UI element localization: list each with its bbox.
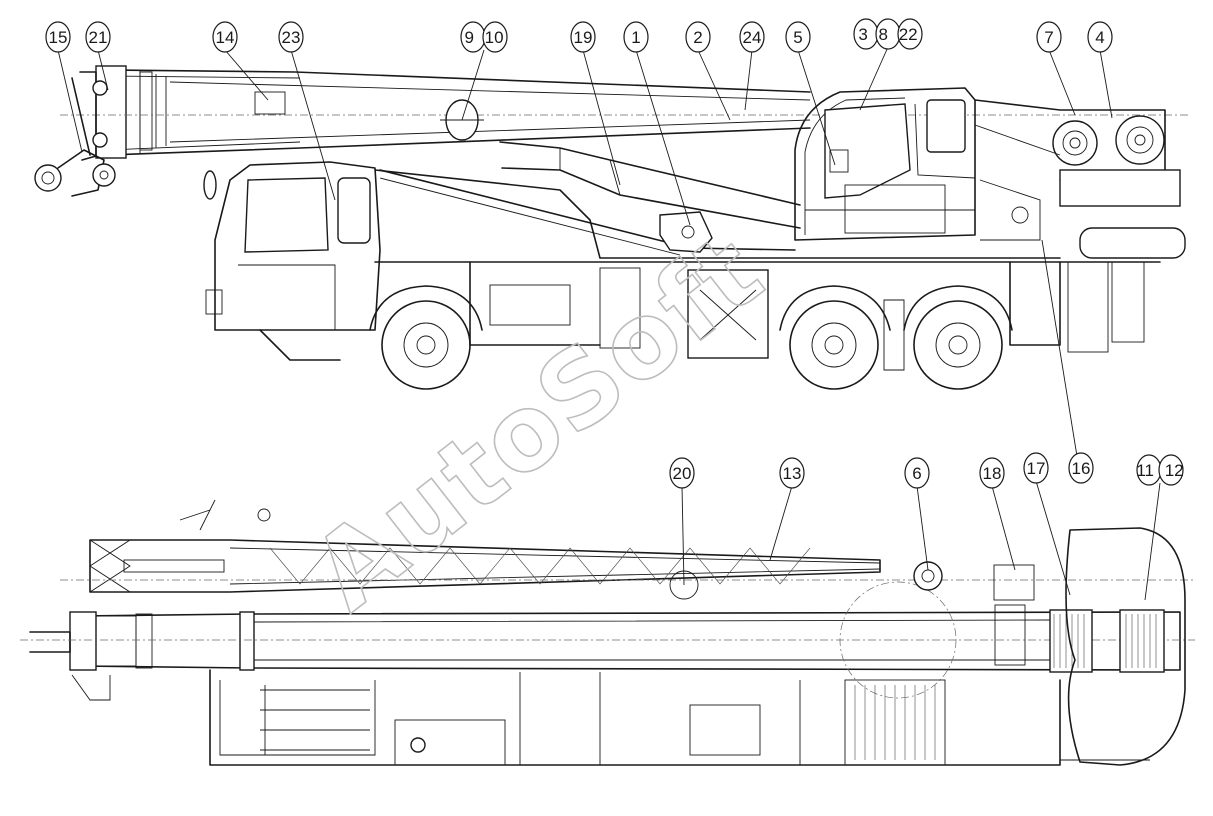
callout-circle bbox=[212, 21, 238, 53]
callout-leader-line bbox=[582, 49, 621, 186]
callout-leader-line bbox=[744, 49, 753, 111]
callout-circle bbox=[278, 21, 304, 53]
callout-leader-line bbox=[859, 46, 889, 111]
side-operator-cab bbox=[794, 87, 976, 241]
callout-circle bbox=[1158, 454, 1184, 486]
callout-circle bbox=[685, 21, 711, 53]
callout-leader-line bbox=[224, 49, 269, 101]
callout-number: 2 bbox=[693, 28, 702, 47]
callout-c910: 9 10 bbox=[460, 21, 508, 121]
callout-c3822: 3 8 22 bbox=[853, 18, 923, 111]
callout-layer: 15 21 14 23 9 10 19 1 2 24 5 3 8 22 7 4 16 20 13 6 18 17 11… bbox=[45, 18, 1184, 601]
callout-c13: 13 bbox=[769, 457, 805, 561]
callout-number: 9 10 bbox=[464, 28, 503, 47]
callout-leader-line bbox=[1048, 49, 1076, 116]
callout-c19: 19 bbox=[570, 21, 621, 186]
callout-number: 20 bbox=[673, 464, 692, 483]
callout-c21: 21 bbox=[85, 21, 111, 91]
callout-circle bbox=[669, 457, 695, 489]
side-carrier-cab bbox=[203, 161, 381, 361]
callout-number: 19 bbox=[574, 28, 593, 47]
callout-number: 14 bbox=[216, 28, 235, 47]
callout-number: 18 bbox=[983, 464, 1002, 483]
callout-leader-line bbox=[1099, 49, 1113, 119]
callout-leader-line bbox=[461, 49, 485, 121]
callout-c16: 16 bbox=[1041, 239, 1094, 484]
callout-c14: 14 bbox=[212, 21, 269, 101]
callout-c17: 17 bbox=[1023, 452, 1071, 596]
callout-leader-line bbox=[769, 485, 793, 561]
callout-circle bbox=[482, 21, 508, 53]
callout-circle bbox=[85, 21, 111, 53]
callout-circle bbox=[897, 18, 923, 50]
callout-c4: 4 bbox=[1087, 21, 1113, 119]
callout-number: 17 bbox=[1027, 459, 1046, 478]
plan-main-boom bbox=[20, 579, 1195, 701]
callout-leader-line bbox=[1041, 239, 1082, 482]
callout-c24: 24 bbox=[739, 21, 765, 111]
callout-number: 21 bbox=[89, 28, 108, 47]
callout-circle bbox=[1023, 452, 1049, 484]
side-winch-counterweight bbox=[974, 99, 1181, 241]
callout-leader-line bbox=[57, 49, 83, 153]
callout-circle bbox=[739, 21, 765, 53]
callout-circle bbox=[904, 457, 930, 489]
callout-c5: 5 bbox=[785, 21, 836, 166]
callout-leader-line bbox=[916, 485, 929, 571]
callout-number: 1 bbox=[631, 28, 640, 47]
callout-circle bbox=[45, 21, 71, 53]
side-view bbox=[34, 65, 1190, 390]
callout-c18: 18 bbox=[979, 457, 1016, 571]
callout-number: 16 bbox=[1072, 459, 1091, 478]
callout-c2: 2 bbox=[685, 21, 731, 121]
side-boom bbox=[60, 65, 1190, 159]
callout-circle bbox=[1036, 21, 1062, 53]
callout-number: 15 bbox=[49, 28, 68, 47]
callout-leader-line bbox=[1144, 482, 1161, 601]
callout-number: 5 bbox=[793, 28, 802, 47]
callout-leader-line bbox=[681, 485, 685, 586]
callout-circle bbox=[979, 457, 1005, 489]
callout-leader-line bbox=[797, 49, 836, 166]
side-carrier-body bbox=[374, 169, 1186, 359]
callout-number: 23 bbox=[282, 28, 301, 47]
callout-leader-line bbox=[1035, 480, 1071, 596]
callout-number: 3 8 22 bbox=[858, 25, 917, 44]
side-luffing-cylinder bbox=[379, 141, 801, 256]
callout-circle bbox=[785, 21, 811, 53]
callout-number: 13 bbox=[783, 464, 802, 483]
callout-circle bbox=[570, 21, 596, 53]
callout-c1: 1 bbox=[623, 21, 691, 226]
side-hook-block bbox=[34, 71, 116, 197]
callout-circle bbox=[779, 457, 805, 489]
callout-leader-line bbox=[697, 49, 731, 121]
callout-leader-line bbox=[97, 49, 109, 91]
callout-number: 11 12 bbox=[1136, 461, 1183, 480]
callout-c15: 15 bbox=[45, 21, 83, 153]
callout-leader-line bbox=[991, 485, 1016, 571]
side-wheels bbox=[369, 285, 1013, 390]
watermark-text: AutoSoft bbox=[290, 209, 785, 633]
plan-carrier-deck bbox=[209, 669, 1061, 766]
callout-number: 24 bbox=[743, 28, 762, 47]
callout-circle bbox=[1087, 21, 1113, 53]
callout-c20: 20 bbox=[669, 457, 695, 586]
callout-number: 6 bbox=[912, 464, 921, 483]
callout-c23: 23 bbox=[278, 21, 336, 201]
plan-counterweight bbox=[1060, 527, 1186, 766]
callout-circle bbox=[623, 21, 649, 53]
callout-number: 4 bbox=[1095, 28, 1104, 47]
plan-lattice-jib bbox=[89, 499, 881, 593]
plan-view bbox=[20, 499, 1195, 766]
callout-c6: 6 bbox=[904, 457, 930, 571]
callout-number: 7 bbox=[1044, 28, 1053, 47]
callout-leader-line bbox=[635, 49, 691, 226]
callout-leader-line bbox=[290, 49, 336, 201]
callout-c1112: 11 12 bbox=[1136, 454, 1184, 601]
callout-circle bbox=[1068, 452, 1094, 484]
plan-turntable bbox=[669, 561, 1165, 699]
callout-c7: 7 bbox=[1036, 21, 1076, 116]
